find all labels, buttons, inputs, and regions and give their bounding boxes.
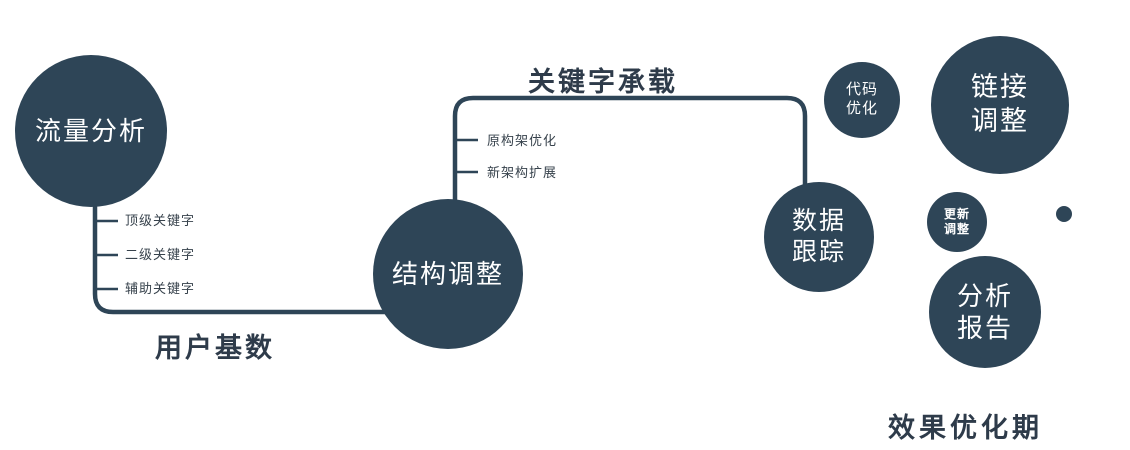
tick-label-arch-extend: 新架构扩展 (487, 165, 558, 180)
node-update-adjust-line2: 调整 (943, 222, 970, 236)
node-structure-adjust: 结构调整 (373, 199, 523, 349)
tick-label-second-keyword: 二级关键字 (125, 247, 196, 262)
phase-caption: 效果优化期 (888, 413, 1043, 443)
tick-label-top-keyword: 顶级关键字 (125, 213, 196, 228)
node-link-adjust: 链接 调整 (931, 36, 1069, 174)
node-link-adjust-line2: 调整 (971, 106, 1029, 136)
dot-marker (1056, 206, 1072, 222)
node-data-tracking-line2: 跟踪 (791, 238, 846, 266)
node-analysis-report: 分析 报告 (929, 256, 1041, 368)
node-analysis-report-line1: 分析 (956, 280, 1013, 311)
node-analysis-report-line2: 报告 (956, 313, 1013, 343)
node-structure-adjust-label: 结构调整 (391, 258, 504, 289)
node-code-optimize-line1: 代码 (845, 81, 878, 99)
node-code-optimize: 代码 优化 (824, 62, 900, 138)
node-link-adjust-line1: 链接 (971, 72, 1029, 103)
node-update-adjust: 更新 调整 (927, 192, 987, 252)
edge-label-keyword-carry: 关键字承载 (528, 67, 678, 97)
node-update-adjust-line1: 更新 (943, 207, 970, 221)
tick-label-arch-optimize: 原构架优化 (487, 133, 558, 148)
edge-structure-to-tracking (452, 95, 808, 203)
node-code-optimize-line2: 优化 (845, 100, 878, 117)
node-traffic-analysis-label: 流量分析 (34, 115, 147, 146)
node-data-tracking: 数据 跟踪 (764, 182, 874, 292)
node-traffic-analysis: 流量分析 (15, 55, 167, 207)
node-data-tracking-line1: 数据 (791, 206, 846, 235)
tick-label-aux-keyword: 辅助关键字 (125, 281, 196, 296)
edge-label-user-base: 用户基数 (155, 333, 275, 363)
